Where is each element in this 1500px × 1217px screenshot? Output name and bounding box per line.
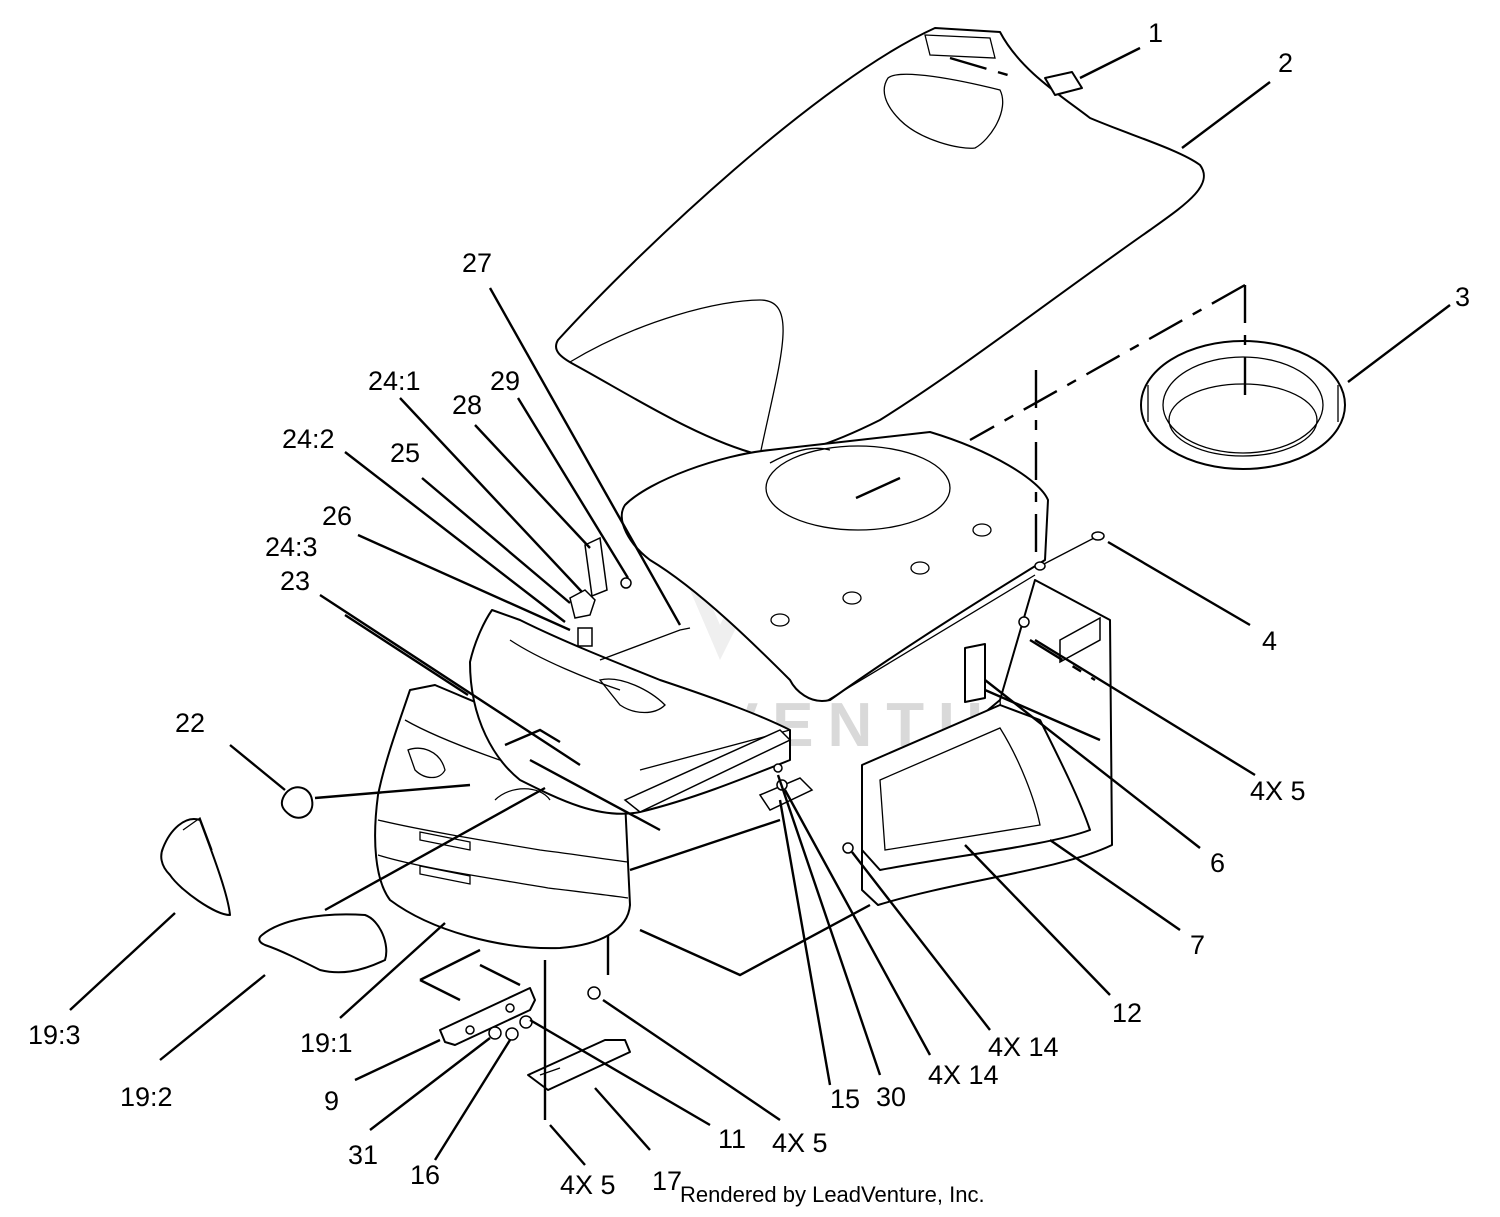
part-22-emblem (280, 786, 314, 819)
part-3-ring (1140, 340, 1346, 470)
part-27-cable (599, 627, 691, 661)
part-29-screw (620, 577, 632, 589)
callout-26: 26 (322, 501, 352, 531)
part-9-bracket (439, 987, 536, 1046)
part-4-rod (1034, 531, 1105, 571)
callout-17: 17 (652, 1166, 682, 1196)
callout-4x5-right: 4X 5 (1250, 776, 1306, 806)
callout-4: 4 (1262, 626, 1277, 656)
callout-27: 27 (462, 248, 492, 278)
callout-30: 30 (876, 1082, 906, 1112)
callout-15: 15 (830, 1084, 860, 1114)
callout-12: 12 (1112, 998, 1142, 1028)
part-28-bracket (584, 536, 608, 598)
part-1-clip (1044, 71, 1083, 96)
callout-leaders (69, 46, 1451, 1166)
callout-7: 7 (1190, 930, 1205, 960)
credit-text: Rendered by LeadVenture, Inc. (680, 1182, 985, 1207)
callout-4x5-bottom: 4X 5 (772, 1128, 828, 1158)
callout-4x14-b: 4X 14 (928, 1060, 999, 1090)
callout-31: 31 (348, 1140, 378, 1170)
hood-support-panel (620, 431, 1049, 702)
part-19-3-lens (160, 816, 231, 916)
part-31-nut (488, 1026, 502, 1040)
callout-24-3: 24:3 (265, 532, 318, 562)
callout-29: 29 (490, 366, 520, 396)
part-12-lower-panel (861, 704, 1091, 871)
part-11-screw (587, 986, 601, 1000)
part-19-2-lens (258, 913, 388, 974)
callout-4x5-lower: 4X 5 (560, 1170, 616, 1200)
part-2-hood (555, 27, 1205, 457)
callout-4x14-a: 4X 14 (988, 1032, 1059, 1062)
callout-19-3: 19:3 (28, 1020, 81, 1050)
callout-19-2: 19:2 (120, 1082, 173, 1112)
callout-11: 11 (718, 1124, 746, 1154)
callout-6: 6 (1210, 848, 1225, 878)
callout-2: 2 (1278, 48, 1293, 78)
callout-19-1: 19:1 (300, 1028, 353, 1058)
assembly-lines (419, 56, 1247, 1120)
callout-16: 16 (410, 1160, 440, 1190)
callout-23: 23 (280, 566, 310, 596)
callout-3: 3 (1455, 282, 1470, 312)
callout-22: 22 (175, 708, 205, 738)
part-6-block (964, 643, 986, 703)
callout-28: 28 (452, 390, 482, 420)
callout-labels: 1 2 3 4 4X 5 6 7 12 4X 14 4X 14 30 15 4X… (28, 18, 1470, 1200)
part-16-nut (505, 1015, 533, 1041)
callout-1: 1 (1148, 18, 1163, 48)
callout-9: 9 (324, 1086, 339, 1116)
part-26-spring (577, 627, 593, 647)
callout-24-2: 24:2 (282, 424, 335, 454)
callout-25: 25 (390, 438, 420, 468)
callout-24-1: 24:1 (368, 366, 421, 396)
